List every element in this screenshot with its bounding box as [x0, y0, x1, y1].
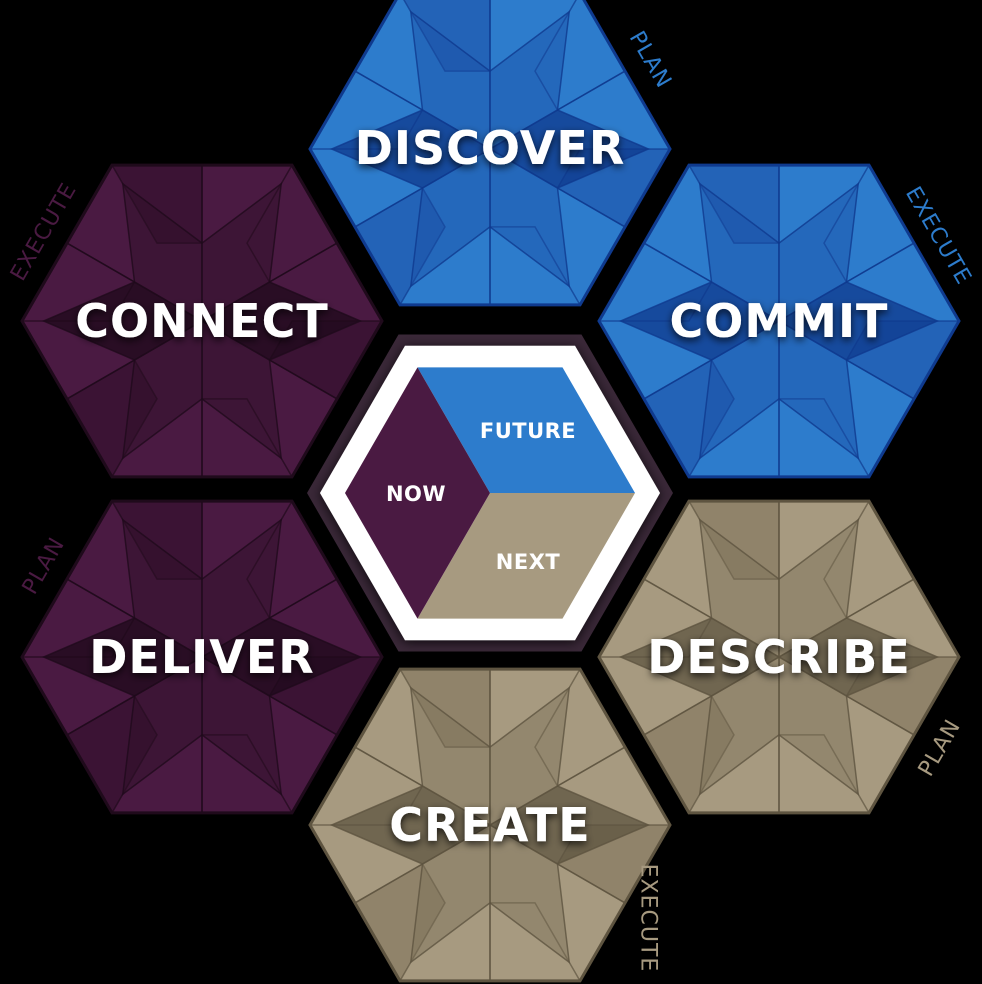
hex-discover-outline: [308, 0, 672, 307]
hex-deliver-edge: [66, 578, 135, 619]
hex-connect: CONNECT EXECUTE: [6, 163, 384, 479]
hex-commit: COMMIT EXECUTE: [597, 163, 976, 479]
hex-describe-outline: [597, 499, 961, 815]
hex-discover-edge: [354, 187, 423, 228]
center-segment-future: [417, 367, 635, 493]
hex-discover-label: DISCOVER: [355, 121, 626, 175]
hex-discover-petal: [489, 10, 571, 151]
hex-describe-side-label: PLAN: [914, 715, 966, 781]
hex-describe-edge: [846, 578, 915, 619]
hex-connect-outline: [20, 163, 384, 479]
hex-create-petal: [489, 686, 571, 827]
hex-create: CREATE EXECUTE: [308, 667, 672, 983]
hex-create-edge: [557, 863, 626, 904]
hex-discover: DISCOVER PLAN: [308, 0, 676, 307]
hex-describe: DESCRIBE PLAN: [597, 499, 966, 815]
hex-deliver-label: DELIVER: [89, 630, 314, 684]
hex-deliver-edge: [269, 695, 338, 736]
hex-describe-edge: [643, 695, 712, 736]
hex-discover-edge: [354, 70, 423, 111]
hex-commit-edge: [846, 359, 915, 400]
hex-deliver-edge: [66, 695, 135, 736]
center-segment-next: [417, 493, 635, 619]
hex-deliver: DELIVER PLAN: [18, 499, 384, 815]
hex-connect-edge: [269, 359, 338, 400]
hex-connect-petal: [201, 182, 283, 323]
hex-create-side-label: EXECUTE: [636, 864, 661, 973]
hex-create-label: CREATE: [389, 798, 590, 852]
hex-create-edge: [354, 746, 423, 787]
hex-commit-edge: [643, 359, 712, 400]
hex-discover-edge: [557, 187, 626, 228]
hex-create-outline: [308, 667, 672, 983]
hex-commit-edge: [643, 242, 712, 283]
hex-commit-petal: [778, 182, 860, 323]
center-segment-now: [345, 367, 490, 619]
hex-create-edge: [557, 746, 626, 787]
hex-create-edge: [354, 863, 423, 904]
hex-describe-edge: [643, 578, 712, 619]
hex-connect-edge: [269, 242, 338, 283]
hex-deliver-outline: [20, 499, 384, 815]
hex-deliver-petal: [201, 518, 283, 659]
hex-commit-outline: [597, 163, 961, 479]
center-label-future: FUTURE: [480, 419, 576, 443]
hex-describe-petal: [778, 518, 860, 659]
hex-connect-edge: [66, 242, 135, 283]
hex-describe-edge: [846, 695, 915, 736]
hex-commit-edge: [846, 242, 915, 283]
center-hex: FUTURE NOW NEXT: [307, 334, 673, 652]
hex-connect-label: CONNECT: [75, 294, 328, 348]
center-label-now: NOW: [386, 482, 446, 506]
center-label-next: NEXT: [496, 550, 561, 574]
hex-deliver-edge: [269, 578, 338, 619]
hex-commit-label: COMMIT: [670, 294, 889, 348]
hex-discover-edge: [557, 70, 626, 111]
hex-connect-edge: [66, 359, 135, 400]
hex-describe-label: DESCRIBE: [647, 630, 911, 684]
